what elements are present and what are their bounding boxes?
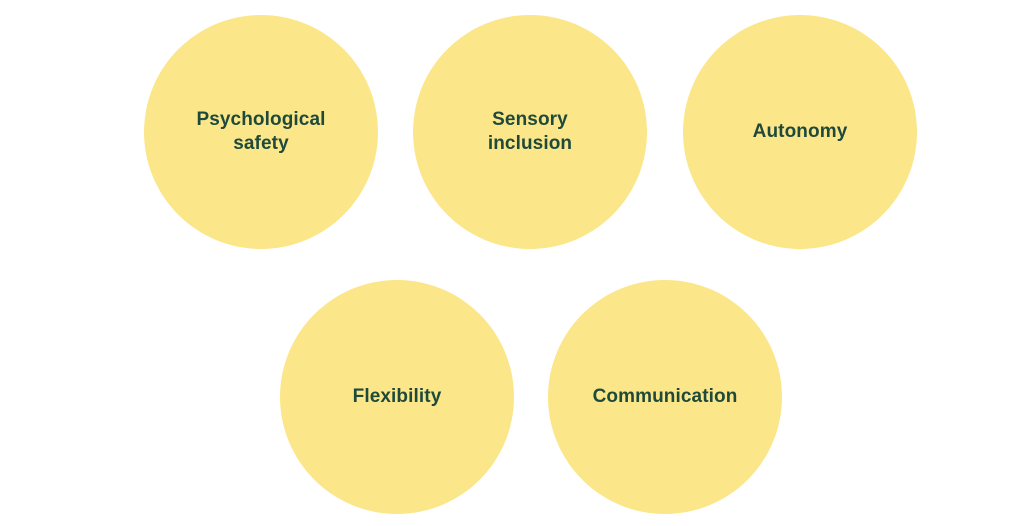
circle-communication: Communication bbox=[548, 280, 782, 514]
circle-psychological-safety: Psychological safety bbox=[144, 15, 378, 249]
circle-sensory-inclusion: Sensory inclusion bbox=[413, 15, 647, 249]
circle-label: Sensory inclusion bbox=[488, 108, 572, 156]
label-line: Flexibility bbox=[352, 386, 442, 407]
circle-label: Flexibility bbox=[353, 385, 442, 409]
label-line: Psychological bbox=[196, 109, 326, 130]
label-line: inclusion bbox=[487, 133, 573, 154]
label-line: Sensory bbox=[492, 109, 568, 130]
circle-label: Communication bbox=[593, 385, 738, 409]
label-line: Autonomy bbox=[752, 121, 848, 142]
circle-flexibility: Flexibility bbox=[280, 280, 514, 514]
label-line: Communication bbox=[592, 386, 738, 407]
circle-label: Psychological safety bbox=[196, 108, 325, 156]
circle-label: Autonomy bbox=[753, 120, 848, 144]
circle-autonomy: Autonomy bbox=[683, 15, 917, 249]
label-line: safety bbox=[233, 133, 289, 154]
